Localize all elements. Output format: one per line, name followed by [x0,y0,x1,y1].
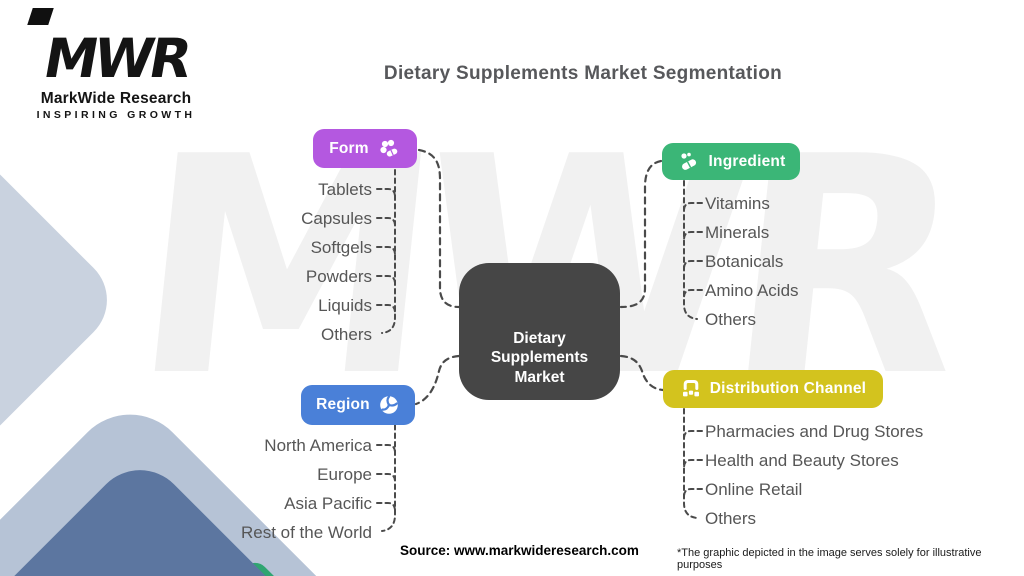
disclaimer-text: *The graphic depicted in the image serve… [677,547,982,571]
branch-items-distribution: Pharmacies and Drug Stores Health and Be… [705,417,975,533]
markwide-logo: MWR MarkWide Research INSPIRING GROWTH [28,27,204,121]
pills-icon [380,139,398,157]
list-item: North America [264,436,372,455]
branch-label-region: Region [316,396,370,413]
source-text: Source: www.markwideresearch.com [400,543,639,558]
center-node-line2: Supplements [490,349,589,366]
list-item: Tablets [318,180,372,199]
list-item: Europe [317,465,372,484]
branch-badge-region: Region [301,385,415,425]
branch-badge-form: Form [313,129,417,168]
logo-mark: MWR [39,27,194,90]
list-item: Pharmacies and Drug Stores [705,422,924,441]
list-item: Rest of the World [240,523,372,542]
list-item: Others [705,509,757,528]
list-item: Health and Beauty Stores [705,451,899,470]
list-item: Powders [305,267,372,286]
store-network-icon [682,380,699,397]
center-node-line3: Market [514,368,565,386]
hooks-region [376,444,396,512]
logo-tagline: INSPIRING GROWTH [36,109,196,121]
branch-label-form: Form [329,139,369,157]
capsule-icon [680,152,696,170]
list-item: Online Retail [705,480,803,499]
list-item: Others [705,310,757,329]
globe-icon [380,395,398,414]
center-node: Dietary Supplements Market [459,263,620,400]
list-item: Amino Acids [705,281,799,300]
list-item: Botanicals [705,252,784,271]
branch-items-form: Tablets Capsules Softgels Powders Liquid… [150,175,372,349]
decor-diamond-light [0,144,126,456]
list-item: Liquids [318,296,372,315]
branch-badge-distribution: Distribution Channel [663,370,883,408]
list-item: Softgels [310,238,372,257]
corner-mark [27,8,54,25]
branch-label-ingredient: Ingredient [708,152,786,170]
branch-label-distribution: Distribution Channel [709,380,867,397]
list-item: Others [320,325,372,344]
page-title: Dietary Supplements Market Segmentation [383,63,783,84]
logo-name: MarkWide Research [40,90,192,107]
branch-items-ingredient: Vitamins Minerals Botanicals Amino Acids… [705,189,955,334]
center-node-line1: Dietary [513,329,566,347]
list-item: Capsules [301,209,372,228]
list-item: Asia Pacific [284,494,372,513]
list-item: Minerals [705,223,770,242]
branch-items-region: North America Europe Asia Pacific Rest o… [140,431,372,547]
list-item: Vitamins [705,194,770,213]
branch-badge-ingredient: Ingredient [662,143,800,180]
